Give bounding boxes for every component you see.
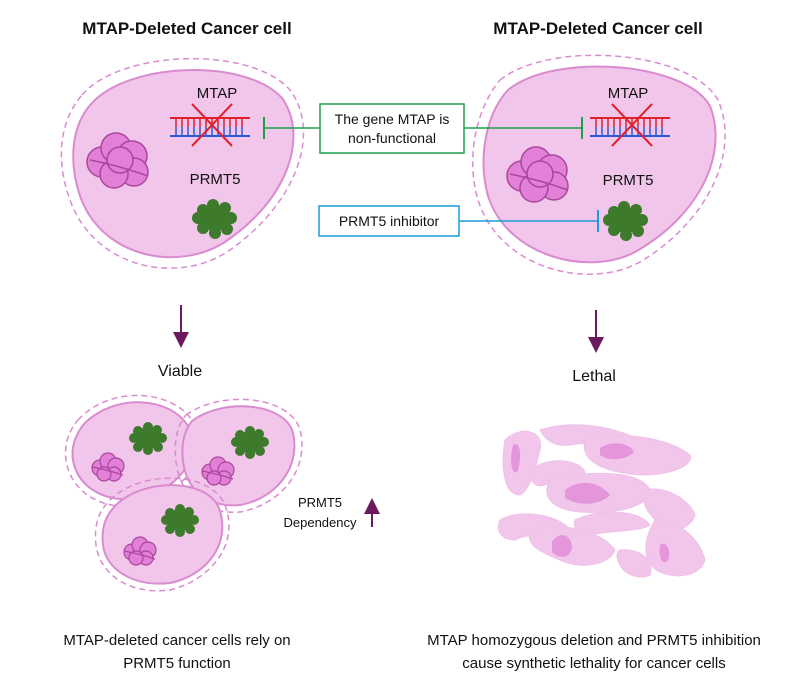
left-gene-label: MTAP	[197, 85, 238, 102]
inhibitor-box-label: PRMT5 inhibitor	[339, 213, 440, 229]
lethal-cell-fragments	[498, 424, 706, 578]
right-panel-title: MTAP-Deleted Cancer cell	[493, 19, 702, 38]
left-caption-line-2: PRMT5 function	[123, 655, 231, 672]
gene-box-line-1: The gene MTAP is	[335, 111, 450, 127]
left-panel-title: MTAP-Deleted Cancer cell	[82, 19, 291, 38]
right-caption-line-1: MTAP homozygous deletion and PRMT5 inhib…	[427, 632, 761, 649]
dependency-label-line-2: Dependency	[284, 515, 357, 530]
gene-box-line-2: non-functional	[348, 130, 436, 146]
dependency-label-line-1: PRMT5	[298, 495, 342, 510]
right-cancer-cell	[472, 54, 726, 275]
left-cancer-cell	[60, 58, 305, 269]
right-caption-line-2: cause synthetic lethality for cancer cel…	[462, 655, 725, 672]
viable-label: Viable	[158, 363, 202, 380]
lethal-label: Lethal	[572, 368, 616, 385]
right-gene-label: MTAP	[608, 85, 649, 102]
lethal-nucleus-fragments	[511, 443, 670, 563]
viable-cell-cluster	[64, 394, 303, 592]
left-protein-label: PRMT5	[190, 171, 241, 188]
gene-nonfunctional-callout: The gene MTAP is non-functional	[263, 103, 583, 154]
left-caption-line-1: MTAP-deleted cancer cells rely on	[63, 632, 290, 649]
prmt5-inhibitor-callout: PRMT5 inhibitor	[318, 205, 599, 237]
right-protein-label: PRMT5	[603, 172, 654, 189]
